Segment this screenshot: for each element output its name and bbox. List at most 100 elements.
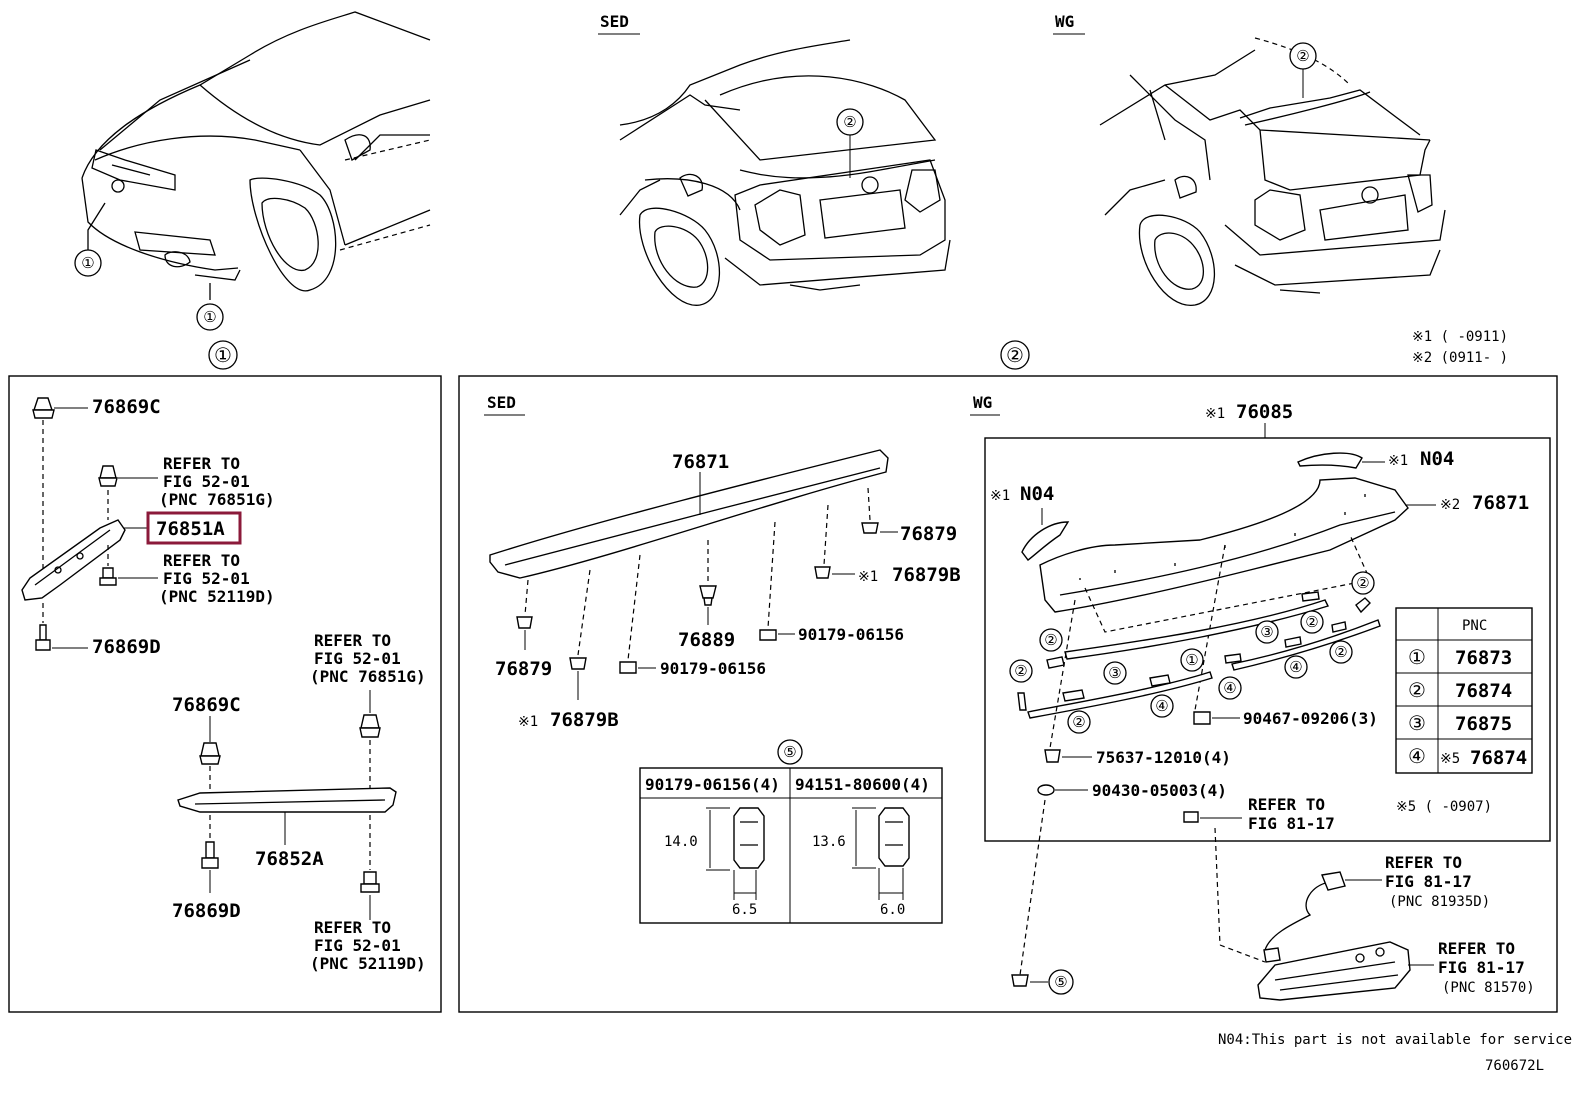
svg-text:①: ① xyxy=(1185,651,1198,669)
spoiler-76871-wg xyxy=(1039,477,1409,613)
clip-5-bottom xyxy=(1011,974,1029,987)
clip-76851G xyxy=(98,465,118,487)
refer-f-line3: (PNC 81935D) xyxy=(1389,894,1490,910)
refer-d-line3: (PNC 52119D) xyxy=(310,954,426,973)
part-75637: 75637-12010(4) xyxy=(1096,748,1231,767)
clip-76869C-bottom xyxy=(199,742,221,765)
part-90430: 90430-05003(4) xyxy=(1092,781,1227,800)
svg-text:⑤: ⑤ xyxy=(783,743,796,761)
refer-f-line1: REFER TO xyxy=(1385,853,1462,872)
svg-text:②: ② xyxy=(1014,662,1027,680)
svg-text:⑤: ⑤ xyxy=(1054,973,1067,991)
pnc-row4-value: 76874 xyxy=(1470,747,1527,769)
part-76879-sed-left: 76879 xyxy=(495,658,552,680)
sedan-rear-illustration xyxy=(619,39,951,306)
svg-text:②: ② xyxy=(1044,631,1057,649)
wg-assembly-frame xyxy=(984,437,1551,842)
clip-76879-sed-left xyxy=(516,616,533,629)
part-76085: 76085 xyxy=(1236,401,1293,423)
grommet-76889 xyxy=(699,585,717,606)
refer-c-line2: FIG 52-01 xyxy=(314,649,401,668)
svg-text:③: ③ xyxy=(1108,664,1121,682)
callout-5-bottom: ⑤ xyxy=(1048,969,1074,995)
callout-wg-3-a: ③ xyxy=(1255,620,1279,644)
note-2: ※2 (0911- ) xyxy=(1412,350,1508,366)
part-90179-sed-left: 90179-06156 xyxy=(660,659,766,678)
svg-text:②: ② xyxy=(1356,574,1369,592)
mark1-76085: ※1 xyxy=(1205,406,1225,422)
nut-75637 xyxy=(1044,749,1061,763)
svg-text:①: ① xyxy=(203,308,216,326)
clip-76869C-top xyxy=(32,397,55,419)
fastener-right-w: 6.0 xyxy=(880,902,905,918)
clip-76879-sed-right xyxy=(861,522,879,534)
section-callout-2: ② xyxy=(1000,340,1030,370)
part-76889: 76889 xyxy=(678,629,735,651)
mark1-sed-right: ※1 xyxy=(858,569,878,585)
refer-b-line2: FIG 52-01 xyxy=(163,569,250,588)
callout-wg-2-a: ② xyxy=(1351,571,1375,595)
svg-text:①: ① xyxy=(81,254,94,272)
part-76852A: 76852A xyxy=(255,848,324,870)
pnc-row2-key: ② xyxy=(1408,678,1426,702)
callout-wg-4-b: ④ xyxy=(1218,676,1242,700)
callout-wg-2-f: ② xyxy=(1067,710,1091,734)
screw-76869D-bottom xyxy=(201,841,219,869)
refer-g-line3: (PNC 81570) xyxy=(1442,980,1535,996)
bolt-52119D xyxy=(99,567,117,586)
part-76851A: 76851A xyxy=(156,518,225,540)
fastener-left-header: 90179-06156(4) xyxy=(645,775,780,794)
svg-text:②: ② xyxy=(843,113,856,131)
pnc-row3-value: 76875 xyxy=(1455,713,1512,735)
wagon-rear-illustration xyxy=(1099,37,1446,306)
right-panel-frame xyxy=(458,375,1558,1013)
svg-text:②: ② xyxy=(1296,47,1309,65)
screw-76869D-top xyxy=(35,624,51,651)
refer-g-line1: REFER TO xyxy=(1438,939,1515,958)
nut-90179-sed-right xyxy=(759,629,777,641)
callout-wg-2-c: ② xyxy=(1329,640,1353,664)
part-N04-top: N04 xyxy=(1420,448,1454,470)
callout-wg-2-b: ② xyxy=(1300,610,1324,634)
svg-text:④: ④ xyxy=(1289,658,1302,676)
wg-panel-label: WG xyxy=(973,393,992,412)
part-76869D-top: 76869D xyxy=(92,636,161,658)
sed-panel-label: SED xyxy=(487,393,516,412)
part-76879B-sed-left: 76879B xyxy=(550,709,619,731)
refer-e-line1: REFER TO xyxy=(1248,795,1325,814)
left-panel-frame xyxy=(8,375,442,1013)
fastener-left-h: 14.0 xyxy=(664,834,698,850)
mark2-76871-wg: ※2 xyxy=(1440,497,1460,513)
refer-d-line1: REFER TO xyxy=(314,918,391,937)
refer-g-line2: FIG 81-17 xyxy=(1438,958,1525,977)
callout-wg-3-b: ③ xyxy=(1103,661,1127,685)
part-N04-left: N04 xyxy=(1020,483,1054,505)
refer-c-line3: (PNC 76851G) xyxy=(310,667,426,686)
seal-strip-lower-right xyxy=(1231,619,1381,671)
fastener-right-h: 13.6 xyxy=(812,834,846,850)
refer-c-line1: REFER TO xyxy=(314,631,391,650)
molding-76852A xyxy=(177,787,397,813)
note-1: ※1 ( -0911) xyxy=(1412,329,1508,345)
refer-d-line2: FIG 52-01 xyxy=(314,936,401,955)
pnc-row2-value: 76874 xyxy=(1455,680,1512,702)
pnc-row3-key: ③ xyxy=(1408,711,1426,735)
refer-a-line3: (PNC 76851G) xyxy=(159,490,275,509)
svg-text:①: ① xyxy=(214,343,232,367)
pnc-table: PNC ① 76873 ② 76874 ③ 76875 ④ ※5 76874 xyxy=(1395,607,1533,774)
bolt-52119D-bottom xyxy=(360,871,380,893)
fastener-left-w: 6.5 xyxy=(732,902,757,918)
svg-text:④: ④ xyxy=(1155,697,1168,715)
nut-90467 xyxy=(1193,711,1211,725)
part-76871-wg: 76871 xyxy=(1472,492,1529,514)
refer-b-line3: (PNC 52119D) xyxy=(159,587,275,606)
part-76879B-sed-right: 76879B xyxy=(892,564,961,586)
refer-a-line1: REFER TO xyxy=(163,454,240,473)
figure-code: 760672L xyxy=(1485,1058,1544,1074)
pnc-header: PNC xyxy=(1462,618,1487,634)
callout-1-front-a: ① xyxy=(74,249,102,277)
callout-1-front-b: ① xyxy=(196,303,224,331)
highlight-76851A xyxy=(146,511,242,545)
callout-wg-4-c: ④ xyxy=(1150,694,1174,718)
callout-2-sedan: ② xyxy=(836,108,864,136)
